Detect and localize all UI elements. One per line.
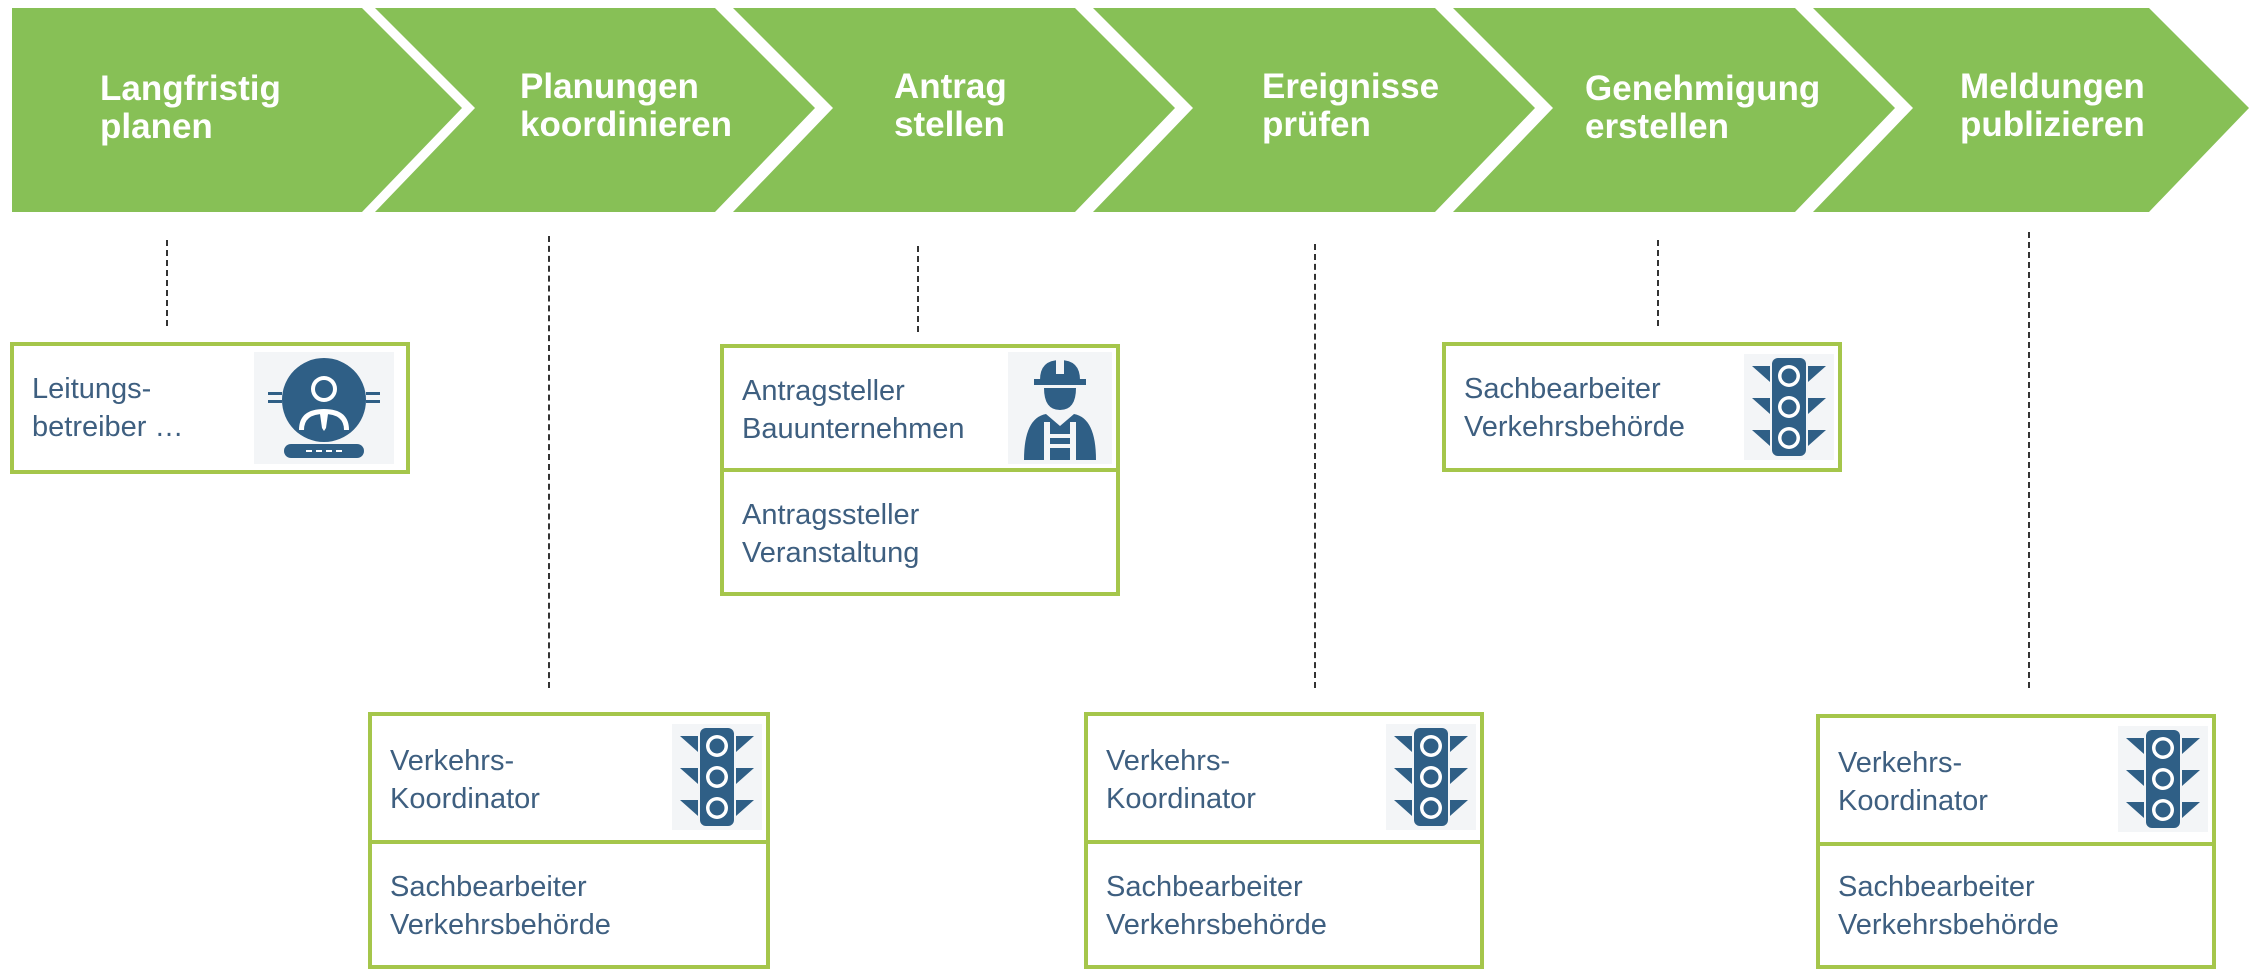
connector-step-4 xyxy=(1314,244,1316,688)
role-line1: Sachbearbeiter xyxy=(390,871,587,903)
step-4-line1: Ereignisse xyxy=(1262,67,1440,106)
chevron-step-1 xyxy=(12,8,462,212)
role-box-leitungsbetreiber: Leitungs- betreiber … xyxy=(10,342,410,474)
role-text-leitungsbetreiber: Leitungs- betreiber … xyxy=(32,370,184,446)
traffic-light-icon xyxy=(1386,724,1476,830)
step-6-line2: publizieren xyxy=(1960,105,2145,144)
role-row-sachbearbeiter-planung: Sachbearbeiter Verkehrsbehörde xyxy=(372,840,766,965)
role-line2: Verkehrsbehörde xyxy=(1838,909,2059,941)
step-3-line2: stellen xyxy=(894,105,1005,144)
role-line1: Sachbearbeiter xyxy=(1838,871,2035,903)
step-5-line2: erstellen xyxy=(1585,107,1729,146)
role-row-koordinator-pruefung: Verkehrs- Koordinator xyxy=(1088,716,1480,840)
role-box-pruefung: Verkehrs- Koordinator Sachbearb xyxy=(1084,712,1484,969)
role-row-sachbearbeiter-pruefung: Sachbearbeiter Verkehrsbehörde xyxy=(1088,840,1480,965)
step-2-line2: koordinieren xyxy=(520,105,732,144)
role-row-antragssteller-veranstaltung: Antragssteller Veranstaltung xyxy=(724,468,1116,592)
step-6-line1: Meldungen xyxy=(1960,67,2145,106)
role-line2: Verkehrsbehörde xyxy=(1106,909,1327,941)
role-line2: Verkehrsbehörde xyxy=(390,909,611,941)
role-box-planung: Verkehrs- Koordinator Sachbearb xyxy=(368,712,770,969)
chevron-step-6 xyxy=(1813,8,2249,212)
role-row-leitungsbetreiber: Leitungs- betreiber … xyxy=(14,346,406,470)
role-line1: Sachbearbeiter xyxy=(1106,871,1303,903)
role-line2: Koordinator xyxy=(1838,785,1988,817)
role-text-koordinator-planung: Verkehrs- Koordinator xyxy=(390,742,540,818)
step-label-genehmigung-erstellen: Genehmigung erstellen xyxy=(1585,70,1820,146)
role-row-koordinator-publikation: Verkehrs- Koordinator xyxy=(1820,718,2212,842)
step-3-line1: Antrag xyxy=(894,67,1007,106)
chevron-step-4 xyxy=(1093,8,1535,212)
step-4-line2: prüfen xyxy=(1262,105,1371,144)
step-label-planungen-koordinieren: Planungen koordinieren xyxy=(520,68,732,144)
role-line1: Verkehrs- xyxy=(390,745,515,777)
connector-step-6 xyxy=(2028,232,2030,688)
traffic-light-icon xyxy=(2118,726,2208,832)
role-line2: Veranstaltung xyxy=(742,537,920,569)
chevron-step-2 xyxy=(375,8,815,212)
role-line1: Verkehrs- xyxy=(1106,745,1231,777)
role-line1: Antragsteller xyxy=(742,375,905,407)
role-text-sachbearbeiter-planung: Sachbearbeiter Verkehrsbehörde xyxy=(390,868,611,944)
role-text-sachbearbeiter-pruefung: Sachbearbeiter Verkehrsbehörde xyxy=(1106,868,1327,944)
construction-worker-icon xyxy=(1008,352,1112,464)
step-1-line2: planen xyxy=(100,107,213,146)
role-line1: Antragssteller xyxy=(742,499,920,531)
connector-step-1 xyxy=(166,240,168,326)
step-label-ereignisse-pruefen: Ereignisse prüfen xyxy=(1262,68,1439,144)
role-text-koordinator-publikation: Verkehrs- Koordinator xyxy=(1838,744,1988,820)
step-label-meldungen-publizieren: Meldungen publizieren xyxy=(1960,68,2145,144)
process-chevrons xyxy=(12,8,2249,212)
role-line2: betreiber … xyxy=(32,411,184,443)
role-line2: Verkehrsbehörde xyxy=(1464,411,1685,443)
role-text-koordinator-pruefung: Verkehrs- Koordinator xyxy=(1106,742,1256,818)
traffic-light-icon xyxy=(1744,354,1834,460)
role-row-antragsteller-bau: Antragsteller Bauunternehmen xyxy=(724,348,1116,468)
role-box-antragsteller: Antragsteller Bauunternehmen Antragsstel… xyxy=(720,344,1120,596)
role-line1: Sachbearbeiter xyxy=(1464,373,1661,405)
role-text-sachbearbeiter-genehmigung: Sachbearbeiter Verkehrsbehörde xyxy=(1464,370,1685,446)
role-line1: Leitungs- xyxy=(32,373,152,405)
role-text-antragsteller-bau: Antragsteller Bauunternehmen xyxy=(742,372,965,448)
business-person-icon xyxy=(254,352,394,464)
role-row-sachbearbeiter-publikation: Sachbearbeiter Verkehrsbehörde xyxy=(1820,842,2212,965)
role-line2: Bauunternehmen xyxy=(742,413,965,445)
chevron-step-3 xyxy=(733,8,1175,212)
step-label-antrag-stellen: Antrag stellen xyxy=(894,68,1007,144)
role-line2: Koordinator xyxy=(1106,783,1256,815)
step-2-line1: Planungen xyxy=(520,67,699,106)
connector-step-2 xyxy=(548,236,550,688)
connector-step-3 xyxy=(917,246,919,332)
step-1-line1: Langfristig xyxy=(100,69,281,108)
role-line2: Koordinator xyxy=(390,783,540,815)
step-label-langfristig-planen: Langfristig planen xyxy=(100,70,281,146)
role-box-sachbearbeiter-genehmigung: Sachbearbeiter Verkehrsbehörde xyxy=(1442,342,1842,472)
role-line1: Verkehrs- xyxy=(1838,747,1963,779)
role-row-sachbearbeiter-genehmigung: Sachbearbeiter Verkehrsbehörde xyxy=(1446,346,1838,468)
connector-step-5 xyxy=(1657,240,1659,326)
role-text-antragssteller-veranstaltung: Antragssteller Veranstaltung xyxy=(742,496,919,572)
step-5-line1: Genehmigung xyxy=(1585,69,1821,108)
role-text-sachbearbeiter-publikation: Sachbearbeiter Verkehrsbehörde xyxy=(1838,868,2059,944)
chevron-step-5 xyxy=(1453,8,1895,212)
traffic-light-icon xyxy=(672,724,762,830)
role-row-koordinator-planung: Verkehrs- Koordinator xyxy=(372,716,766,840)
role-box-publikation: Verkehrs- Koordinator Sachbearb xyxy=(1816,714,2216,969)
